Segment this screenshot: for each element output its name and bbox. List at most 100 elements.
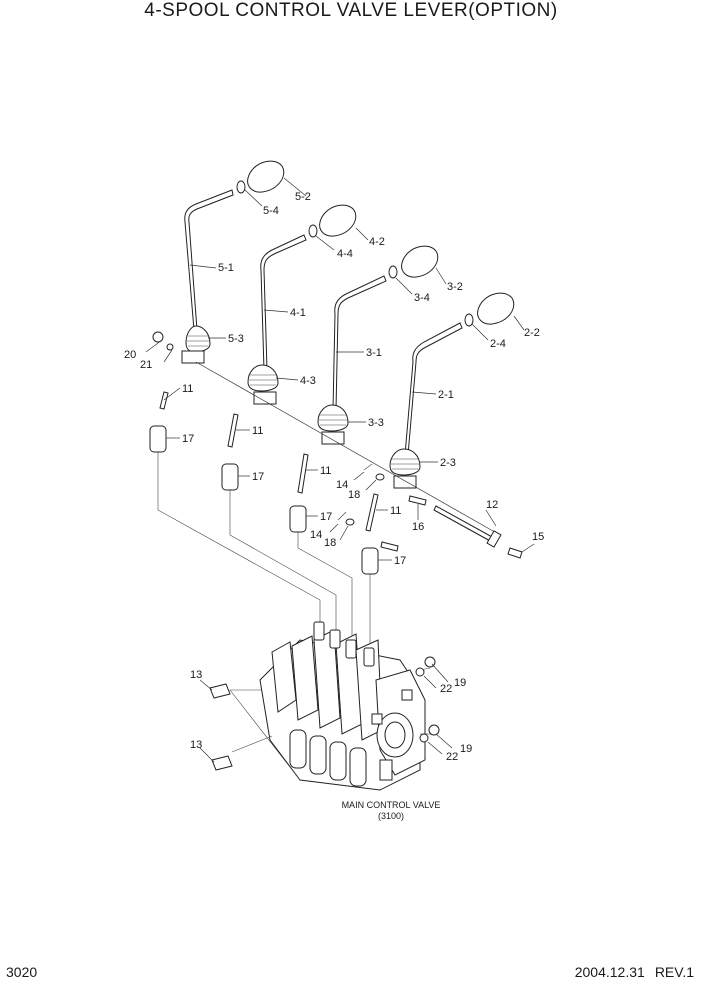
callout-14-a: 14 (336, 479, 348, 491)
clip-14-a (363, 463, 373, 471)
callout-13-a: 13 (190, 669, 202, 681)
callout-5-4: 5-4 (263, 205, 279, 217)
revision-label: REV.1 (654, 964, 694, 980)
callout-17-d: 17 (394, 555, 406, 567)
callout-11-d: 11 (390, 505, 401, 517)
linkages (152, 331, 523, 559)
callout-12: 12 (486, 499, 498, 511)
callout-3-1: 3-1 (366, 347, 382, 359)
knob-3-2 (401, 245, 439, 278)
lever-assembly-5 (181, 160, 285, 364)
callout-5-2: 5-2 (295, 191, 311, 203)
callout-5-3: 5-3 (228, 333, 244, 345)
callout-11-a: 11 (182, 383, 193, 395)
callout-3-3: 3-3 (368, 417, 384, 429)
boot-4-3 (247, 364, 279, 392)
washer-21 (166, 343, 174, 351)
lever-rod-4-1 (260, 234, 307, 371)
pin-16-b (380, 541, 399, 552)
lever-bracket-2 (393, 475, 417, 489)
revision-date: 2004.12.31 (574, 964, 645, 980)
lever-assembly-4 (247, 204, 357, 405)
callout-21: 21 (140, 359, 152, 371)
callout-4-3: 4-3 (300, 375, 316, 387)
callout-19-b: 19 (460, 743, 472, 755)
callout-2-4: 2-4 (490, 338, 506, 350)
nut-20 (152, 331, 164, 343)
callout-labels: 5-2 5-4 5-1 5-3 4-2 4-4 4-1 4-3 3-2 3-4 … (124, 191, 544, 821)
callout-16: 16 (412, 521, 424, 533)
callout-2-2: 2-2 (524, 327, 540, 339)
link-11-d (365, 493, 379, 532)
boots-17 (149, 425, 379, 648)
boot-17-c (289, 505, 307, 533)
nut-5-4 (236, 180, 246, 194)
callout-4-2: 4-2 (369, 236, 385, 248)
callout-3-2: 3-2 (447, 281, 463, 293)
lever-bracket-5 (181, 350, 205, 364)
callout-13-b: 13 (190, 739, 202, 751)
bolt-13-a (209, 683, 231, 699)
callout-22-a: 22 (440, 683, 452, 695)
lever-assembly-2 (389, 292, 515, 489)
boot-17-b (221, 463, 239, 491)
lever-rod-5-1 (184, 189, 234, 331)
boot-17-d (361, 547, 379, 575)
callout-2-3: 2-3 (440, 457, 456, 469)
callout-19-a: 19 (454, 677, 466, 689)
knob-2-2 (477, 292, 515, 325)
page-title: 4-SPOOL CONTROL VALVE LEVER(OPTION) (144, 0, 558, 21)
washer-22-b (419, 733, 429, 743)
callout-2-1: 2-1 (438, 389, 454, 401)
callout-17-a: 17 (182, 433, 194, 445)
nut-19-b (428, 724, 440, 736)
callout-11-b: 11 (252, 425, 263, 437)
washer-18-b (345, 518, 355, 526)
callout-11-c: 11 (320, 465, 331, 477)
shaft-12 (433, 505, 495, 543)
bolt-15 (507, 547, 523, 559)
lever-rod-3-1 (332, 275, 387, 411)
nut-4-4 (308, 224, 318, 238)
callout-5-1: 5-1 (218, 262, 234, 274)
nut-3-4 (388, 265, 398, 279)
boot-2-3 (389, 448, 421, 476)
knob-4-2 (319, 204, 357, 237)
bolt-13-b (211, 755, 233, 771)
boot-17-a (149, 425, 167, 453)
page-number: 3020 (6, 964, 38, 980)
nut-2-4 (464, 313, 474, 327)
lever-assembly-3 (317, 245, 439, 445)
callout-15: 15 (532, 531, 544, 543)
lever-bracket-3 (321, 431, 345, 445)
link-11-b (227, 413, 239, 448)
link-11-c (297, 453, 309, 494)
pin-16 (408, 495, 427, 506)
link-11-a (159, 391, 169, 410)
callout-17-c: 17 (320, 511, 332, 523)
callout-18-a: 18 (348, 489, 360, 501)
bracket-12 (486, 530, 502, 548)
callout-4-1: 4-1 (290, 307, 306, 319)
callout-17-b: 17 (252, 471, 264, 483)
main-control-valve (229, 621, 434, 791)
washer-18-a (375, 473, 385, 481)
knob-5-2 (247, 160, 285, 193)
callout-20: 20 (124, 349, 136, 361)
callout-3-4: 3-4 (414, 292, 430, 304)
boot-5-3 (185, 325, 211, 353)
lever-bracket-4 (253, 391, 277, 405)
boot-3-3 (317, 404, 349, 432)
leader-lines (145, 177, 535, 763)
callout-22-b: 22 (446, 751, 458, 763)
main-control-valve-code: (3100) (378, 811, 404, 821)
main-control-valve-label: MAIN CONTROL VALVE (342, 800, 441, 810)
callout-18-b: 18 (324, 537, 336, 549)
clip-14-b (337, 511, 347, 521)
footer-revision-info: 2004.12.31 REV.1 (565, 964, 694, 980)
callout-4-4: 4-4 (337, 248, 353, 260)
washer-22-a (415, 667, 425, 677)
callout-14-b: 14 (310, 529, 322, 541)
